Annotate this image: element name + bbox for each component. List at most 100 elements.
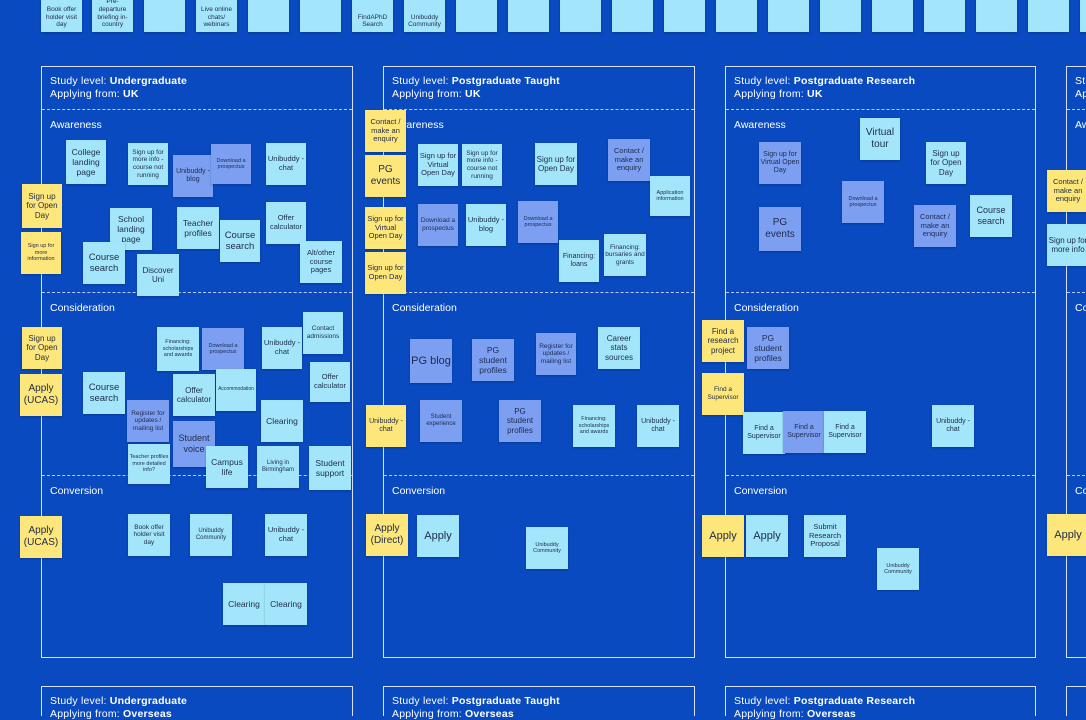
sticky-note[interactable]: Accommodation	[216, 369, 256, 411]
sticky-note[interactable]: Student experience	[420, 400, 462, 442]
sticky-note[interactable]: College landing page	[66, 140, 106, 184]
sticky-note[interactable]: Unibuddy Community	[190, 514, 232, 556]
sticky-note[interactable]: Find a Supervisor	[702, 373, 744, 415]
top-row-note[interactable]	[300, 0, 341, 32]
sticky-note[interactable]: Sign up for more info - course not runni…	[462, 144, 502, 186]
sticky-note[interactable]: Download a prospectus	[842, 181, 884, 223]
sticky-note[interactable]: Campus life	[206, 446, 248, 488]
sticky-note[interactable]: PG events	[759, 207, 801, 251]
sticky-note[interactable]: Unibuddy - chat	[366, 405, 406, 447]
sticky-note[interactable]: PG student profiles	[747, 327, 789, 369]
sticky-note[interactable]: Clearing	[223, 583, 265, 625]
sticky-note[interactable]: Offer calculator	[266, 202, 306, 244]
sticky-note[interactable]: Financing: bursaries and grants	[604, 234, 646, 276]
sticky-note[interactable]: Unibuddy - chat	[266, 143, 306, 185]
sticky-note[interactable]: Living in Birmingham	[257, 446, 299, 488]
top-row-note[interactable]	[820, 0, 861, 32]
sticky-note[interactable]: Course search	[83, 372, 125, 414]
top-row-note[interactable]	[1080, 0, 1086, 32]
top-row-note[interactable]	[768, 0, 809, 32]
top-row-note[interactable]	[664, 0, 705, 32]
sticky-note[interactable]: Sign up for more info - course not runni…	[128, 143, 168, 185]
sticky-note[interactable]: Course search	[970, 195, 1012, 237]
sticky-note[interactable]: Sign up for Virtual Open Day	[759, 142, 801, 184]
sticky-note[interactable]: Download a prospectus	[518, 201, 558, 243]
sticky-note[interactable]: Apply	[702, 515, 744, 557]
sticky-note[interactable]: Contact admissions	[303, 312, 343, 354]
sticky-note[interactable]: Sign up for Virtual Open Day	[418, 144, 458, 186]
sticky-note[interactable]: Sign up for Open Day	[22, 327, 62, 369]
top-row-note[interactable]	[612, 0, 653, 32]
sticky-note[interactable]: Sign up for more information	[21, 232, 61, 274]
top-row-note[interactable]: Book offer holder visit day	[41, 0, 82, 32]
sticky-note[interactable]: Sign up for Open Day	[365, 252, 406, 294]
sticky-note[interactable]: Sign up for more info	[1047, 224, 1086, 266]
top-row-note[interactable]	[144, 0, 185, 32]
sticky-note[interactable]: Financing: loans	[559, 240, 599, 282]
sticky-note[interactable]: Student support	[309, 446, 351, 490]
sticky-note[interactable]: Find a Supervisor	[743, 412, 785, 454]
sticky-note[interactable]: Contact / make an enquiry	[914, 205, 956, 247]
sticky-note[interactable]: PG events	[365, 155, 406, 197]
sticky-note[interactable]: Application information	[650, 176, 690, 216]
top-row-note[interactable]	[924, 0, 965, 32]
sticky-note[interactable]: Discover Uni	[137, 254, 179, 296]
top-row-note[interactable]	[508, 0, 549, 32]
sticky-note[interactable]: Course search	[220, 220, 260, 262]
sticky-note[interactable]: PG student profiles	[499, 400, 541, 442]
sticky-note[interactable]: Sign up for Open Day	[22, 184, 62, 228]
sticky-note[interactable]: Financing: scholarships and awards	[157, 327, 199, 371]
sticky-note[interactable]: Unibuddy - chat	[265, 514, 307, 556]
sticky-note[interactable]: Book offer holder visit day	[128, 514, 170, 556]
sticky-note[interactable]: Sign up for Virtual Open Day	[365, 207, 406, 249]
sticky-note[interactable]: Course search	[83, 242, 125, 284]
sticky-note[interactable]: Apply	[417, 515, 459, 557]
sticky-note[interactable]: PG blog	[410, 339, 452, 383]
sticky-note[interactable]: Teacher profiles	[177, 207, 219, 249]
sticky-note[interactable]: Career stats sources	[598, 327, 640, 369]
sticky-note[interactable]: Register for updates / mailing list	[127, 400, 169, 442]
top-row-note[interactable]	[560, 0, 601, 32]
sticky-note[interactable]: Unibuddy - chat	[262, 327, 302, 369]
sticky-note[interactable]: Download a prospectus	[202, 328, 244, 370]
sticky-note[interactable]: Sign up for Open Day	[926, 142, 966, 184]
sticky-note[interactable]: Download a prospectus	[418, 204, 458, 246]
top-row-note[interactable]: Pre-departure briefing in-country	[92, 0, 133, 32]
sticky-note[interactable]: Find a Supervisor	[824, 411, 866, 453]
sticky-note[interactable]: Teacher profiles more detailed info?	[128, 444, 170, 484]
sticky-note[interactable]: Contact / make an enquiry	[608, 139, 650, 181]
top-row-note[interactable]: FindAPhD Search	[352, 0, 393, 32]
sticky-note[interactable]: Clearing	[261, 400, 303, 442]
sticky-note[interactable]: Apply	[1047, 514, 1086, 556]
sticky-note[interactable]: Financing: scholarships and awards	[573, 405, 615, 447]
top-row-note[interactable]	[716, 0, 757, 32]
sticky-note[interactable]: Offer calculator	[310, 362, 350, 402]
sticky-note[interactable]: Unibuddy - blog	[173, 155, 213, 197]
sticky-note[interactable]: Apply (Direct)	[366, 514, 408, 556]
sticky-note[interactable]: Unibuddy - chat	[637, 405, 679, 447]
sticky-note[interactable]: Contact / make an enquiry	[365, 110, 406, 152]
top-row-note[interactable]: Live online chats/ webinars	[196, 0, 237, 32]
sticky-note[interactable]: Sign up for Open Day	[535, 143, 577, 185]
sticky-note[interactable]: Apply (UCAS)	[20, 516, 62, 558]
sticky-note[interactable]: Offer calculator	[173, 374, 215, 416]
sticky-note[interactable]: Unibuddy Community	[526, 527, 568, 569]
sticky-note[interactable]: PG student profiles	[472, 339, 514, 381]
sticky-note[interactable]: Clearing	[265, 583, 307, 625]
sticky-note[interactable]: Download a prospectus	[211, 144, 251, 184]
top-row-note[interactable]	[456, 0, 497, 32]
sticky-note[interactable]: Contact / make an enquiry	[1047, 170, 1086, 212]
sticky-note[interactable]: Unibuddy - chat	[932, 405, 974, 447]
sticky-note[interactable]: Unibuddy - blog	[466, 204, 506, 246]
sticky-note[interactable]: Apply	[746, 515, 788, 557]
sticky-note[interactable]: Submit Research Proposal	[804, 515, 846, 557]
sticky-note[interactable]: Register for updates / mailing list	[536, 333, 576, 375]
top-row-note[interactable]	[1028, 0, 1069, 32]
sticky-note[interactable]: Apply (UCAS)	[20, 374, 62, 416]
sticky-note[interactable]: Virtual tour	[860, 118, 900, 160]
top-row-note[interactable]	[248, 0, 289, 32]
top-row-note[interactable]	[872, 0, 913, 32]
top-row-note[interactable]: Unibuddy Community	[404, 0, 445, 32]
sticky-note[interactable]: Find a research project	[702, 320, 744, 362]
sticky-note[interactable]: Find a Supervisor	[783, 411, 825, 453]
